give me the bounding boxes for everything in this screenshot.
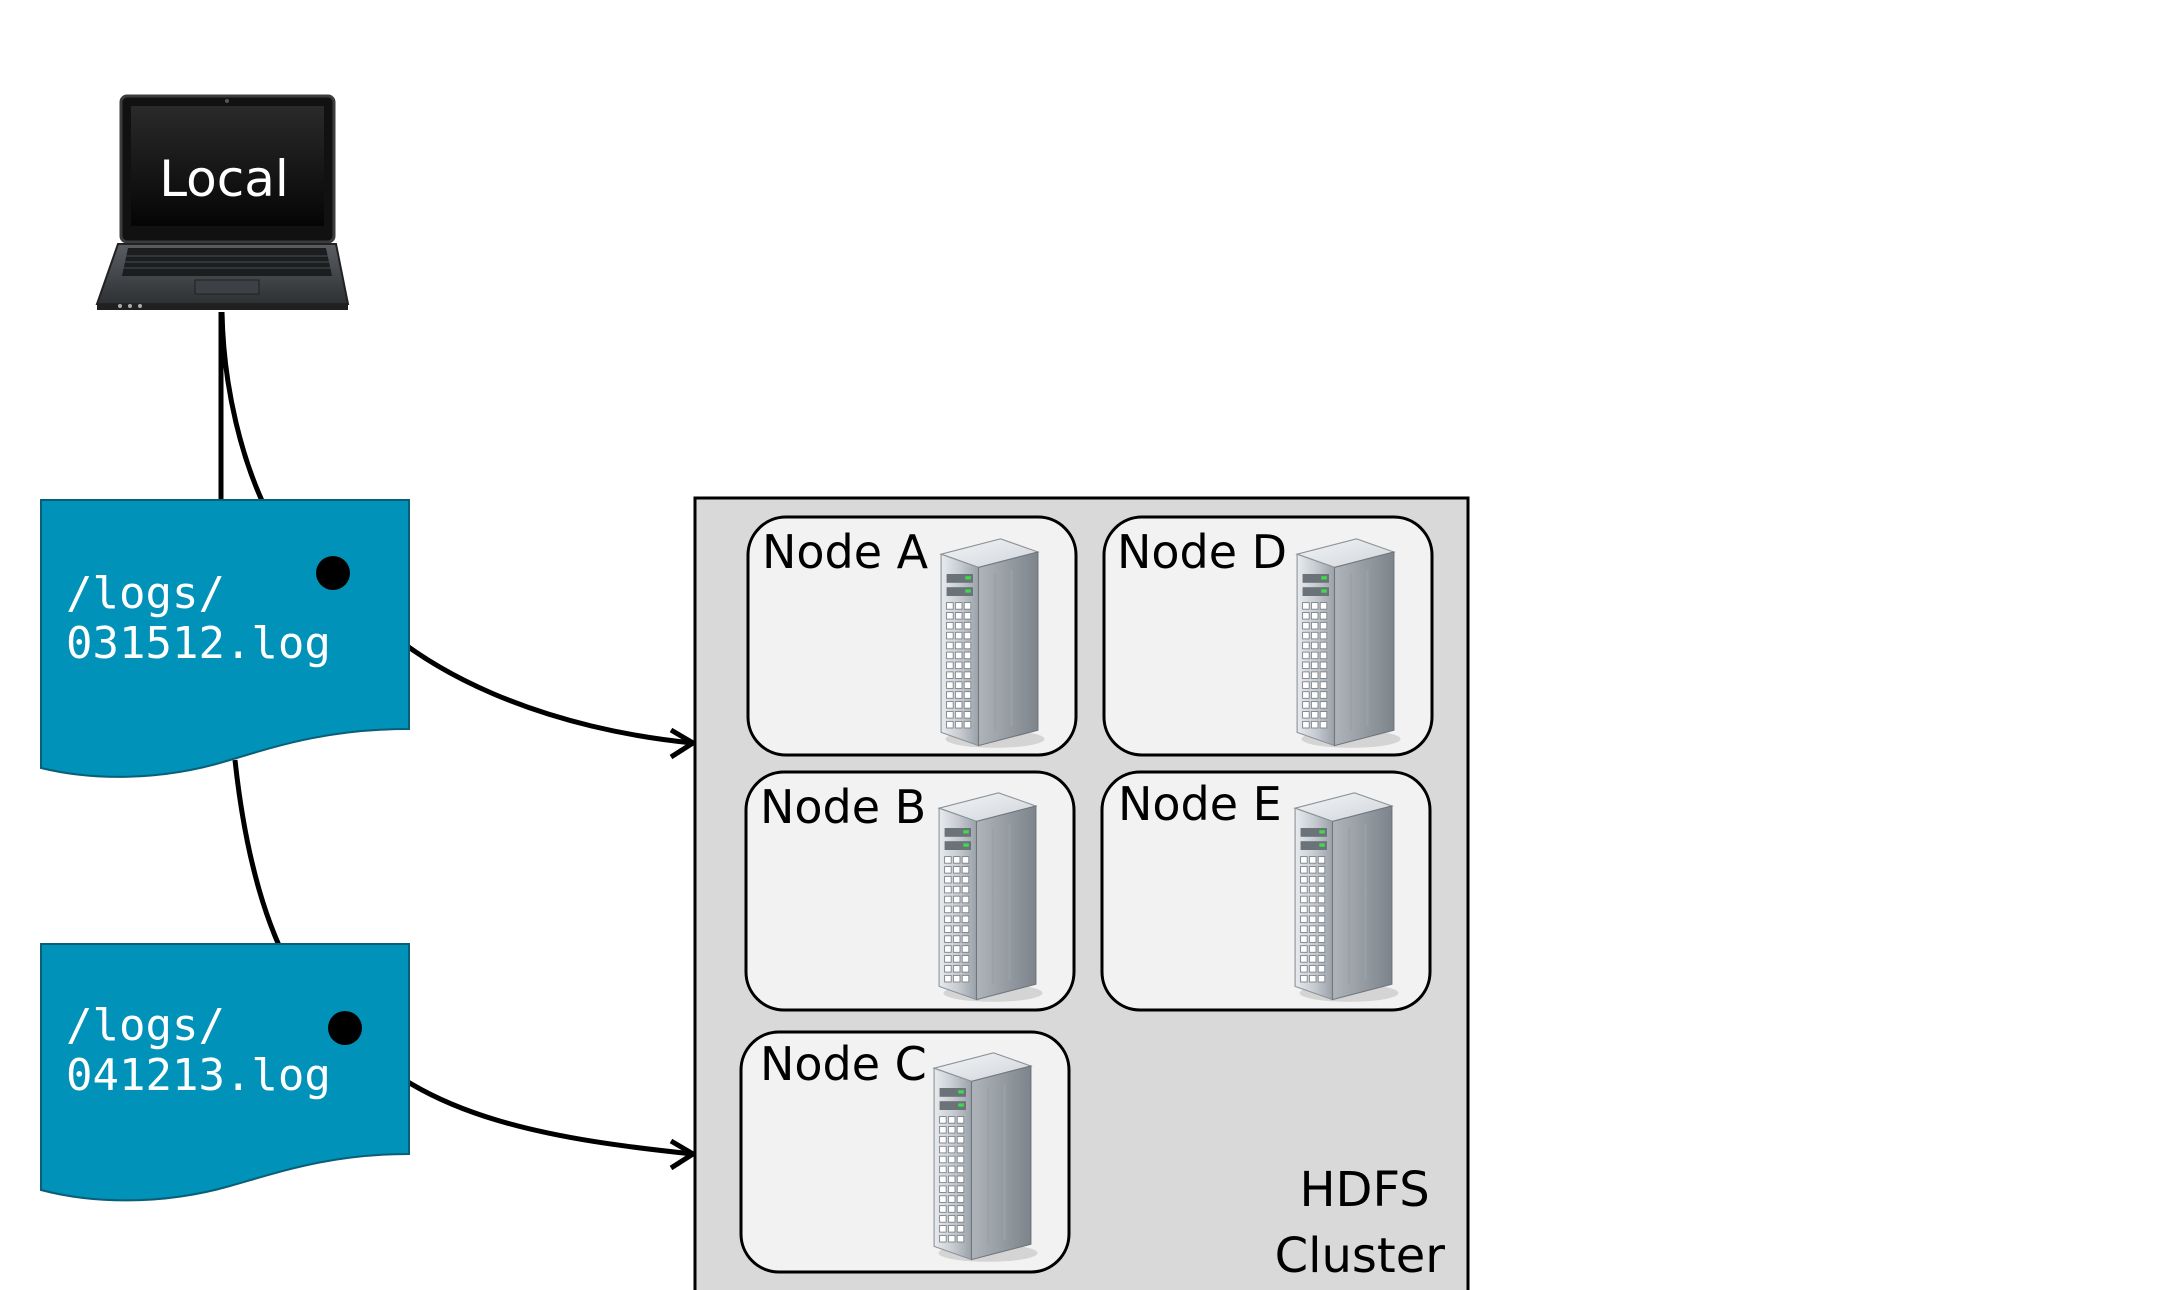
- node-c[interactable]: [739, 1030, 1071, 1274]
- cluster-label-line2: Cluster: [1275, 1228, 1446, 1284]
- server-tower-icon: [1293, 791, 1400, 1003]
- node-a[interactable]: [746, 515, 1078, 757]
- document-041213[interactable]: [40, 943, 410, 1202]
- arrowhead-bottom: [669, 1138, 698, 1171]
- local-label: Local: [159, 150, 289, 208]
- cluster-label-line1: HDFS: [1299, 1162, 1429, 1218]
- document-031512-path: /logs/ 031512.log: [66, 568, 331, 669]
- node-e[interactable]: [1100, 770, 1432, 1012]
- server-tower-icon: [937, 791, 1044, 1003]
- server-tower-icon: [939, 537, 1046, 749]
- document-041213-path: /logs/ 041213.log: [66, 1000, 331, 1101]
- document-041213-line2: 041213.log: [66, 1050, 331, 1101]
- document-031512-line2: 031512.log: [66, 618, 331, 669]
- node-d-label: Node D: [1117, 525, 1287, 579]
- node-d[interactable]: [1102, 515, 1434, 757]
- node-b[interactable]: [744, 770, 1076, 1012]
- node-c-label: Node C: [760, 1037, 927, 1091]
- document-031512-line1: /logs/: [66, 568, 225, 619]
- arrowheads: [669, 727, 698, 1171]
- cluster-label: HDFS Cluster: [1275, 1162, 1446, 1284]
- node-b-label: Node B: [760, 780, 926, 834]
- node-a-label: Node A: [762, 525, 929, 579]
- document-041213-line1: /logs/: [66, 1000, 225, 1051]
- arrowhead-top: [669, 727, 698, 760]
- node-e-label: Node E: [1118, 777, 1282, 831]
- server-tower-icon: [1295, 537, 1402, 749]
- laptop-icon: [95, 94, 350, 310]
- junction-dot-bottom: [328, 1011, 362, 1045]
- server-tower-icon: [932, 1051, 1039, 1263]
- junction-dot-top: [316, 556, 350, 590]
